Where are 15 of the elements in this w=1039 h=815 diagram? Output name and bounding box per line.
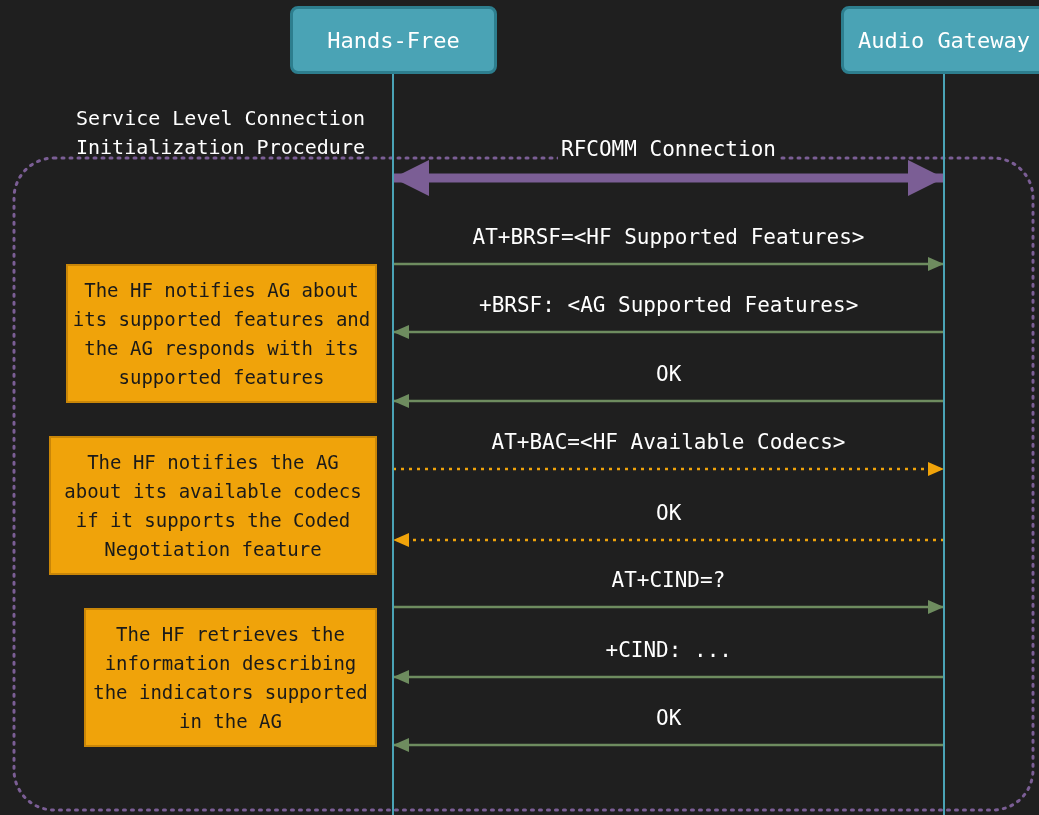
message-arrow bbox=[393, 670, 944, 684]
message-arrow bbox=[393, 738, 944, 752]
message-arrow bbox=[393, 462, 944, 476]
message-arrow bbox=[393, 160, 944, 196]
message-arrow bbox=[393, 325, 944, 339]
message-arrow bbox=[393, 533, 944, 547]
message-arrow bbox=[393, 600, 944, 614]
participant-box: Hands-Free bbox=[290, 6, 497, 74]
note-box: The HF retrieves the information describing the indicators supported in the AG bbox=[84, 608, 377, 747]
participant-box: Audio Gateway bbox=[841, 6, 1039, 74]
message-arrow bbox=[393, 394, 944, 408]
note-box: The HF notifies AG about its supported features and the AG responds with its supported features bbox=[66, 264, 377, 403]
note-box: The HF notifies the AG about its available codecs if it supports the Coded Negotiation feature bbox=[49, 436, 377, 575]
message-arrow bbox=[393, 257, 944, 271]
group-title: Service Level Connection Initialization Procedure bbox=[76, 105, 366, 161]
